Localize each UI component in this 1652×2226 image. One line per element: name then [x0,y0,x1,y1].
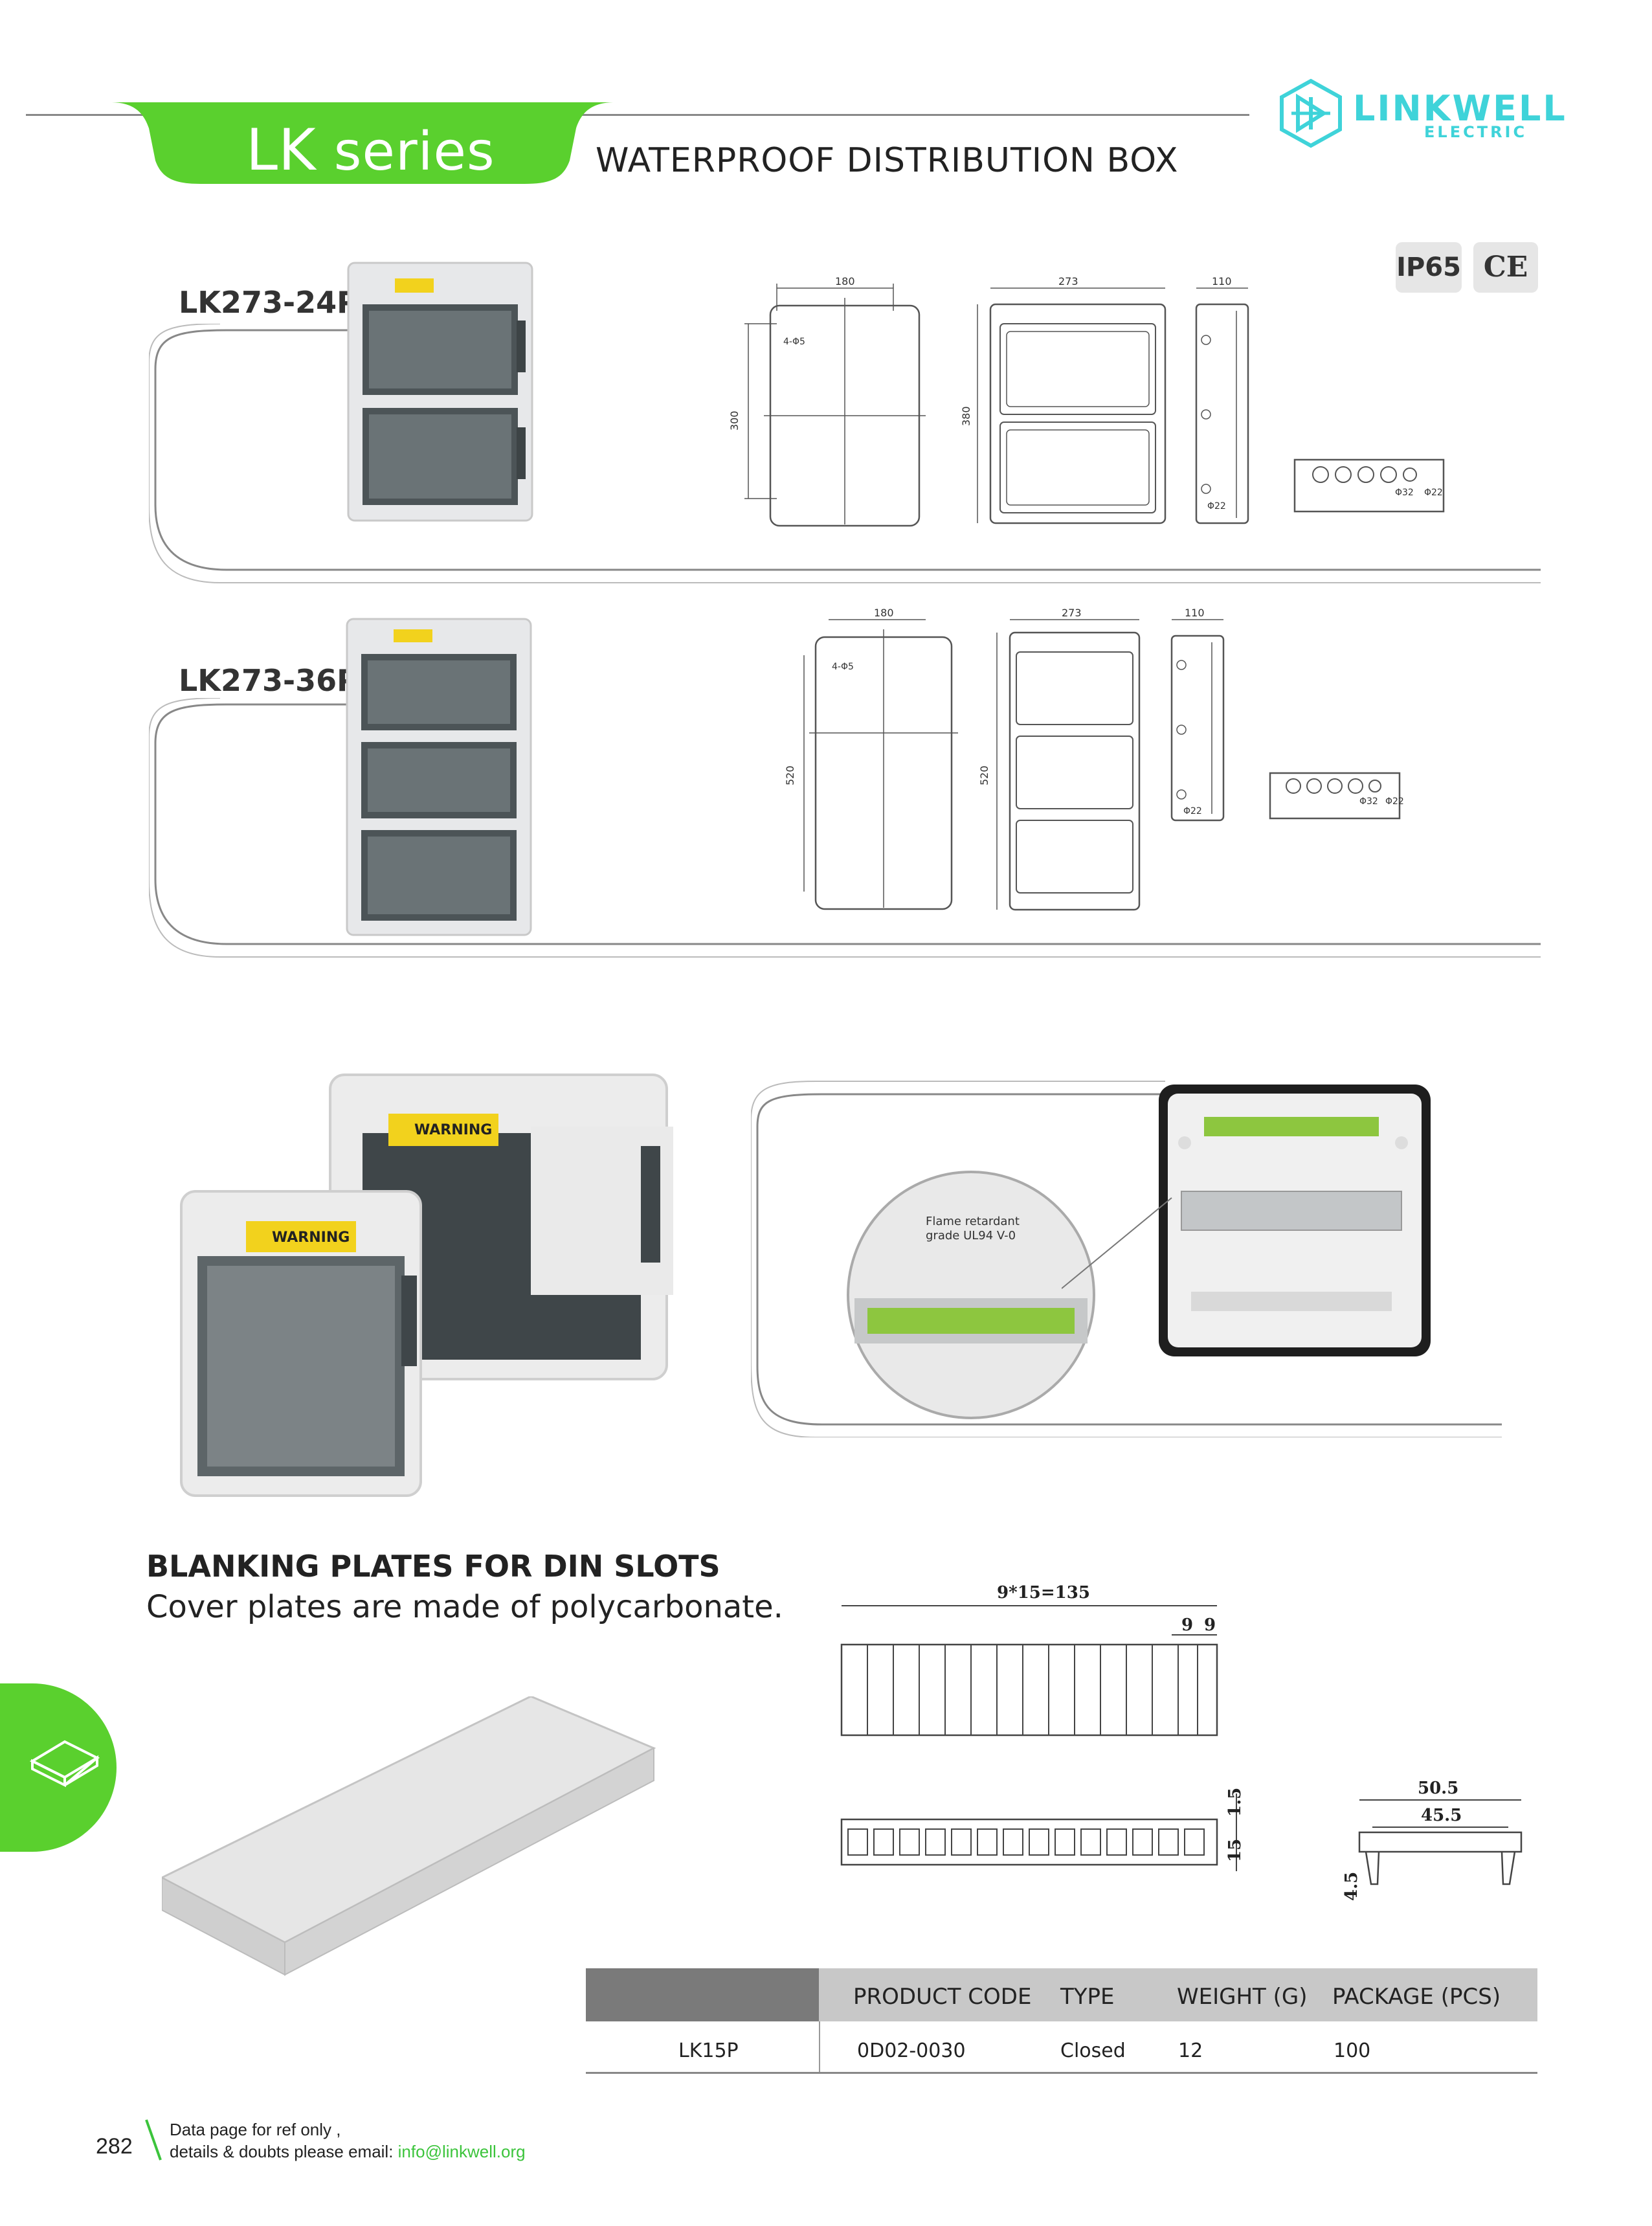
page-number: 282 [96,2134,133,2159]
callout-connector [1062,1197,1172,1289]
header-rule [26,114,1249,116]
callout-line-2: grade UL94 V-0 [926,1229,1016,1242]
product-1-model: LK273-24P [179,285,359,320]
table-header-corner [586,1968,819,2021]
dim-pitch-b: 9 [1204,1615,1216,1635]
product-2-model: LK273-36P [179,663,359,698]
table-bottom-rule [586,2072,1537,2074]
product-1-drawings: 180 300 4-Φ5 273 380 110 Φ22 Φ32 Φ22 [728,275,1445,527]
th-type: TYPE [1060,1984,1115,2010]
p1-dim-hole-spacing: 180 [835,275,855,287]
product-1-photo [347,262,533,522]
footer-slash [145,2119,162,2161]
warning-label-large: WARNING [414,1122,492,1138]
p1-dim-side-knock: Φ22 [1207,501,1226,512]
series-tab-shape [110,102,615,184]
p2-dim-knock-large: Φ32 [1359,796,1378,807]
product-2-drawings: 180 520 4-Φ5 273 520 110 Φ22 Φ32 Φ22 [784,607,1404,911]
brand-subtitle: ELECTRIC [1424,123,1528,141]
interior-frame [751,1081,1502,1437]
th-weight: WEIGHT (G) [1177,1984,1308,2010]
footer-email-link[interactable]: info@linkwell.org [397,2142,526,2161]
p2-dim-knock-small: Φ22 [1385,796,1404,807]
product-pair-photo: WARNING WARNING [180,1074,673,1497]
interior-zoom-circle: Flame retardant grade UL94 V-0 [847,1171,1095,1419]
dim-side-top: 1.5 [1225,1788,1245,1817]
series-tab-label: LK series [246,117,495,183]
td-package: 100 [1334,2040,1371,2062]
p2-dim-hole-label: 4-Φ5 [832,662,854,672]
p1-dim-depth: 110 [1212,275,1232,287]
p1-dim-height: 380 [960,406,972,426]
blanking-plate-photo [162,1696,656,1976]
td-weight: 12 [1178,2040,1203,2062]
p2-dim-height: 520 [978,765,990,785]
brand-name: LINKWELL [1353,88,1567,129]
enclosure-icon [29,1740,100,1787]
p1-dim-mount-height: 300 [728,410,741,431]
page-title: WATERPROOF DISTRIBUTION BOX [596,141,1179,180]
td-model: LK15P [678,2040,739,2062]
blanking-subtitle: Cover plates are made of polycarbonate. [146,1589,783,1625]
dim-end-inner: 45.5 [1421,1806,1462,1825]
dim-pitch-a: 9 [1181,1615,1193,1635]
p1-dim-width: 273 [1058,275,1078,287]
ip65-badge: IP65 [1396,242,1462,293]
product-2-photo [346,618,532,936]
footer-contact-text: details & doubts please email: [170,2142,398,2161]
interior-photo [1159,1085,1431,1356]
callout-line-1: Flame retardant [926,1215,1020,1228]
footer-contact: details & doubts please email: info@link… [170,2142,526,2162]
ce-mark-badge: CE [1473,242,1538,293]
p2-dim-hole-spacing: 180 [874,607,894,619]
product-2-frame [149,698,1541,958]
p2-dim-mount-height: 520 [784,765,796,785]
td-code: 0D02-0030 [857,2040,966,2062]
table-col-divider [819,2021,820,2073]
warning-label-small: WARNING [272,1230,350,1246]
p1-dim-knock-small: Φ22 [1424,488,1443,498]
blanking-drawings: 9*15=135 9 9 1.5 15 50.5 45.5 4.5 [840,1583,1523,1901]
dim-side-height: 15 [1225,1839,1245,1862]
p2-dim-width: 273 [1062,607,1082,619]
td-type: Closed [1060,2040,1126,2062]
blanking-heading: BLANKING PLATES FOR DIN SLOTS [146,1549,720,1584]
linkwell-logo-icon [1280,78,1342,148]
th-product-code: PRODUCT CODE [853,1984,1032,2010]
dim-total-width: 9*15=135 [997,1583,1090,1602]
p2-dim-side-knock: Φ22 [1183,806,1202,816]
product-1-frame [149,324,1541,583]
dim-end-leg: 4.5 [1342,1872,1361,1901]
p1-dim-hole-label: 4-Φ5 [783,337,805,347]
p1-dim-knock-large: Φ32 [1395,488,1414,498]
p2-dim-depth: 110 [1185,607,1205,619]
footer-note: Data page for ref only , [170,2120,341,2139]
dim-end-outer: 50.5 [1418,1779,1458,1798]
th-package: PACKAGE (PCS) [1332,1984,1501,2010]
